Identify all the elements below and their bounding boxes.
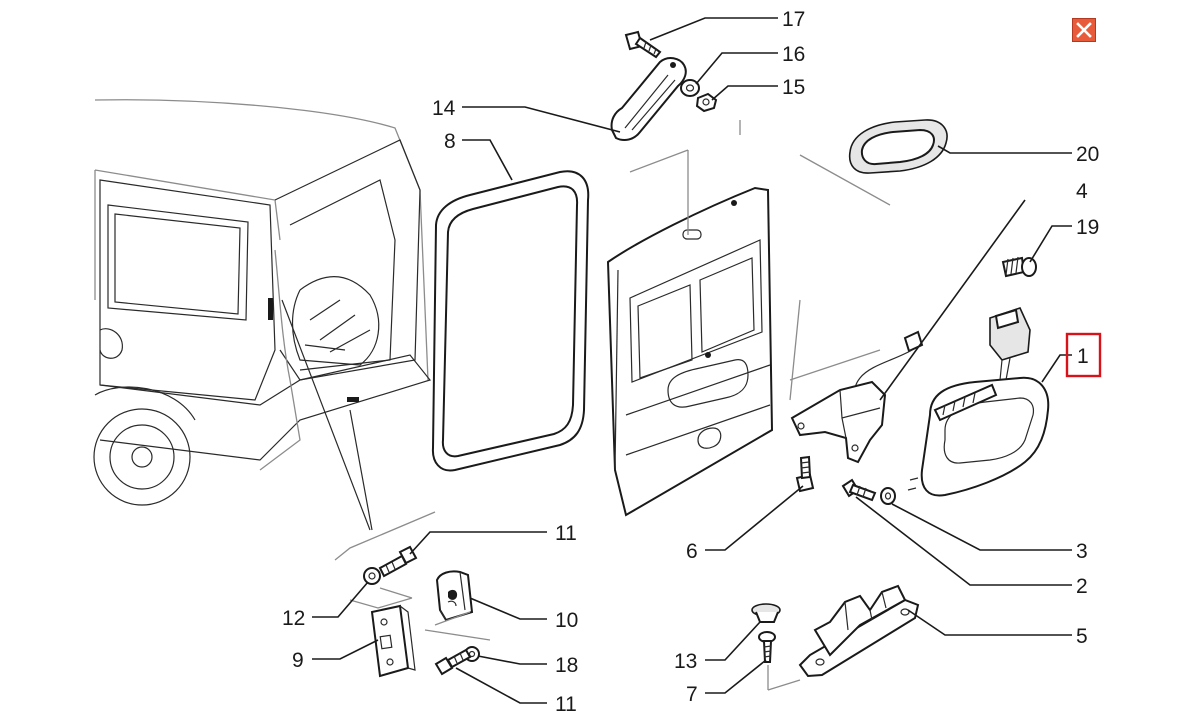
part-16-washer [680, 79, 700, 97]
callout-16: 16 [782, 43, 805, 66]
callout-4: 4 [1076, 180, 1088, 203]
callout-1: 1 [1077, 345, 1089, 368]
callout-14: 14 [432, 97, 456, 120]
callout-2: 2 [1076, 575, 1088, 598]
part-17-bolt [624, 30, 662, 59]
part-11-bolt-lower [434, 648, 472, 676]
callout-6: 6 [686, 540, 698, 563]
callout-20: 20 [1076, 143, 1099, 166]
part-13-plug [751, 603, 781, 623]
callout-labels: 17 16 15 14 8 20 4 19 1 3 2 5 6 13 7 11 … [282, 8, 1099, 716]
close-icon [1074, 20, 1094, 40]
callout-13: 13 [674, 650, 697, 673]
callout-11-lower: 11 [555, 693, 577, 716]
callout-19: 19 [1076, 216, 1099, 239]
selected-part-highlight [1065, 332, 1102, 378]
part-15-nut [695, 92, 718, 113]
callout-15: 15 [782, 76, 805, 99]
part-11-bolt-upper [378, 545, 418, 578]
callout-11-upper: 11 [555, 522, 577, 545]
callout-7: 7 [686, 683, 698, 706]
part-18-washer [464, 646, 480, 662]
close-button[interactable] [1072, 18, 1096, 42]
part-4-lock-mechanism [790, 330, 924, 464]
callout-3: 3 [1076, 540, 1088, 563]
van-body-illustration [93, 99, 436, 561]
part-19-clip [1001, 256, 1037, 278]
part-6-screw [795, 455, 815, 493]
callout-17: 17 [782, 8, 805, 31]
callout-5: 5 [1076, 625, 1088, 648]
part-5-striker-plate [767, 584, 920, 691]
callout-18: 18 [555, 654, 578, 677]
callout-10: 10 [555, 609, 578, 632]
callout-9: 9 [292, 649, 304, 672]
callout-12: 12 [282, 607, 305, 630]
part-3-washer [880, 487, 896, 505]
rear-door-panel [606, 120, 891, 517]
callout-8: 8 [444, 130, 456, 153]
part-12-washer [363, 567, 381, 585]
part-20-grommet [848, 119, 948, 174]
part-14-hinge-bracket [610, 57, 687, 141]
part-2-screw [841, 478, 877, 502]
leader-lines [312, 17, 1072, 704]
part-9-striker [370, 604, 416, 678]
part-7-screw [758, 631, 776, 663]
part-1-outer-handle [907, 307, 1050, 497]
part-8-door-seal [431, 170, 590, 472]
